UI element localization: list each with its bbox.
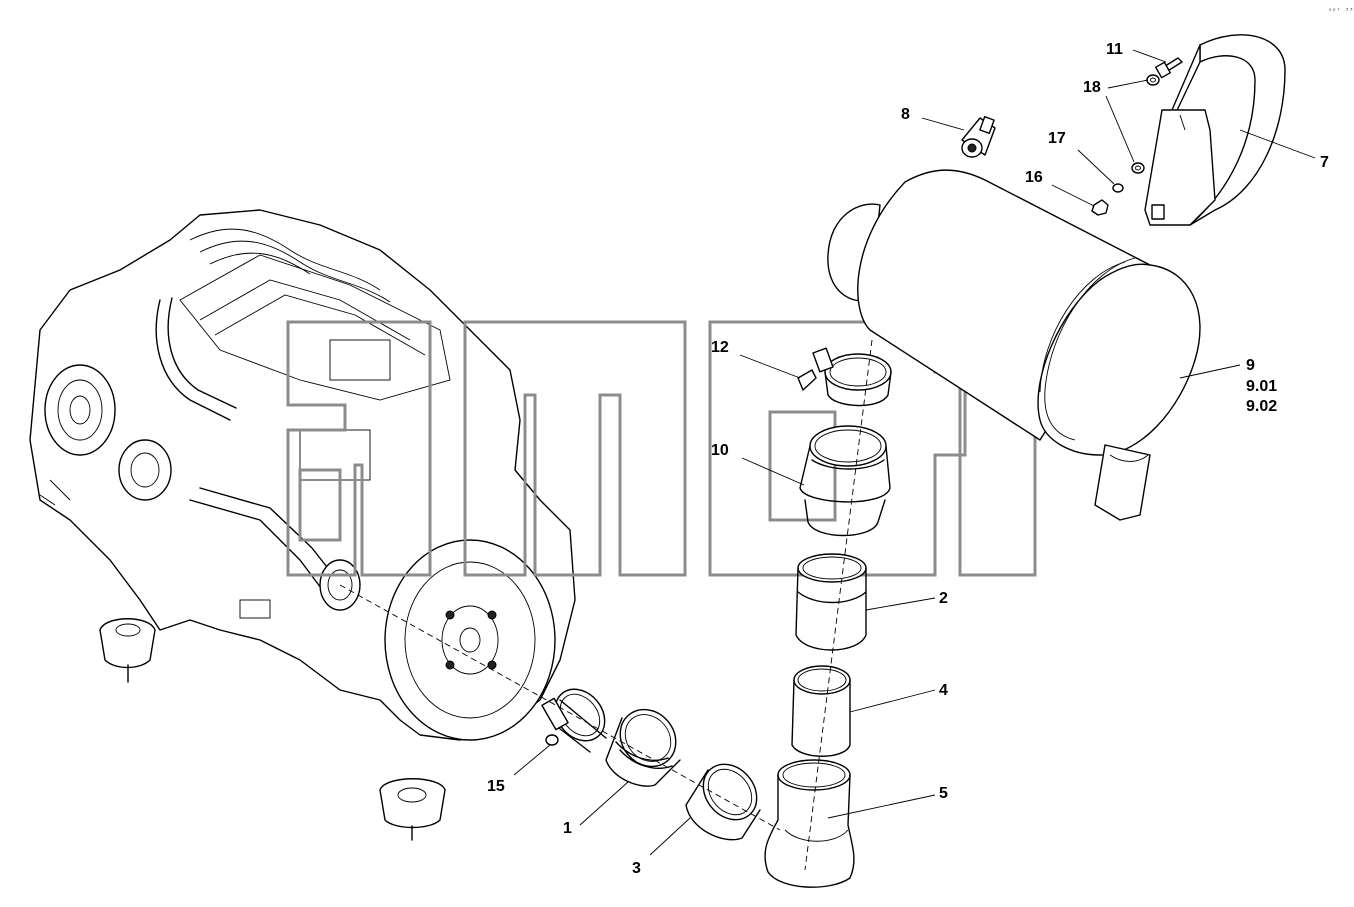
- part-7-mounting-bracket: [1144, 34, 1286, 226]
- part-5-elbow: [764, 759, 855, 888]
- leader-lines: [513, 49, 1316, 856]
- washer-18-upper: [1146, 74, 1160, 86]
- callout-18: 18: [1083, 79, 1101, 96]
- engine-assembly: [29, 209, 576, 841]
- callout-8: 8: [901, 106, 910, 123]
- washer-17: [1112, 183, 1124, 193]
- callout-15: 11: [1106, 41, 1123, 58]
- part-8-service-indicator: [961, 116, 996, 158]
- fasteners: [1091, 57, 1183, 216]
- callout-9-01: 9.01: [1246, 378, 1277, 395]
- callout-9-02: 9.02: [1246, 398, 1277, 415]
- part-11-hose-clamp: [541, 688, 607, 753]
- part-3-hose: [685, 763, 761, 841]
- callout-12: 12: [711, 339, 729, 356]
- callout-4: 4: [939, 682, 948, 699]
- callout-1: 1: [563, 820, 572, 837]
- part-4-pipe: [791, 665, 851, 757]
- nut-16: [1091, 199, 1109, 216]
- callout-17: 17: [1048, 130, 1066, 147]
- callout-9: 9: [1246, 357, 1255, 374]
- part-1-hose: [605, 708, 681, 787]
- callout-3: 3: [632, 860, 641, 877]
- part-9-air-cleaner: [827, 169, 1201, 521]
- callout-16: 16: [1025, 169, 1043, 186]
- page-id-mark: ᵃᵖᵗ ³³³: [1328, 7, 1354, 15]
- assembly-axis-lines: [339, 339, 873, 871]
- part-2-hose: [795, 553, 867, 651]
- part-10-rubber-adapter: [799, 425, 891, 537]
- callout-11: 15: [487, 778, 505, 795]
- callout-labels: 11 18 17 16 7 8 9 9.01 9.02 12 10 2 4 5 …: [487, 41, 1329, 877]
- callout-7: 7: [1320, 154, 1329, 171]
- part-12-hose-clamp: [797, 347, 892, 407]
- washer-18-lower: [1131, 162, 1145, 174]
- callout-10: 10: [711, 442, 729, 459]
- callout-5: 5: [939, 785, 948, 802]
- callout-2: 2: [939, 590, 948, 607]
